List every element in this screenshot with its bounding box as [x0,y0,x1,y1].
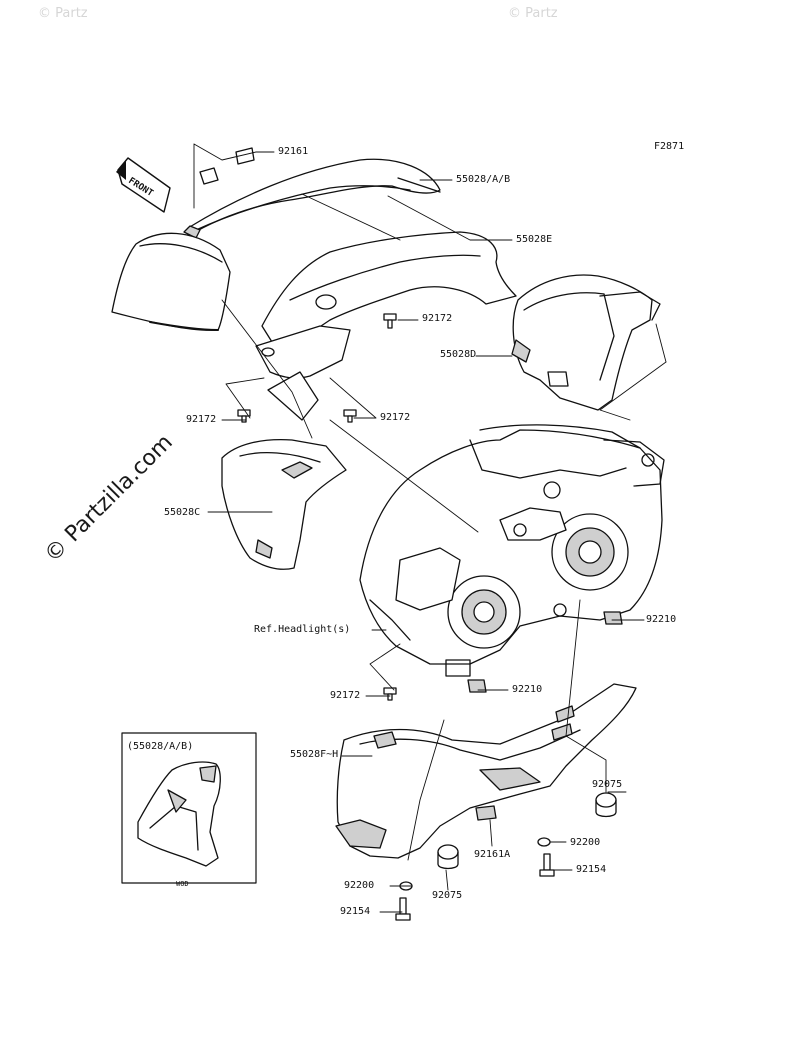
side-cowl-left [111,232,231,331]
callout-55028c[interactable]: 55028C [164,507,201,518]
inner-cowl-55028E [255,231,517,421]
leader-lines [193,143,667,913]
callout-92172-upper[interactable]: 92172 [422,313,453,324]
callout-92200-left[interactable]: 92200 [344,880,375,891]
callout-55028f-h[interactable]: 55028F~H [290,749,339,760]
headlight-assembly [359,424,665,677]
callout-92154-right[interactable]: 92154 [576,864,607,875]
callout-92154-left[interactable]: 92154 [340,906,371,917]
callout-55028e[interactable]: 55028E [516,234,553,245]
nut-92210-right [603,611,623,625]
clip-92161 [199,147,255,185]
washer-92200-right [537,837,551,847]
screw-92172-mid [343,409,357,423]
callout-55028-a-b[interactable]: 55028/A/B [456,174,511,185]
inset-title: (55028/A/B) [127,741,194,752]
clip-92161A [475,805,497,821]
side-panel-55028D [511,274,661,411]
watermark-top-left: © Partz [38,6,88,21]
callout-92210-right[interactable]: 92210 [646,614,677,625]
callout-92075-right[interactable]: 92075 [592,779,623,790]
screw-92172-upper [383,313,397,329]
collar-92075-right [595,792,617,818]
lower-fairing-55028F-H [335,683,637,859]
figure-code: F2871 [654,141,685,152]
callout-92161[interactable]: 92161 [278,146,309,157]
collar-92075-left [437,844,459,870]
nut-92210-lower [467,679,487,693]
callout-92075-left[interactable]: 92075 [432,890,463,901]
callout-55028d[interactable]: 55028D [440,349,477,360]
front-arrow-icon: FRONT [116,157,171,213]
side-panel-55028C [221,438,347,570]
callout-92172-mid[interactable]: 92172 [380,412,411,423]
callout-92161a[interactable]: 92161A [474,849,511,860]
callout-92200-right[interactable]: 92200 [570,837,601,848]
inset-box [121,732,257,884]
watermark-top-right: © Partz [508,6,558,21]
callout-92172-left[interactable]: 92172 [186,414,217,425]
callout-ref-headlights[interactable]: Ref.Headlight(s) [254,624,351,635]
bolt-92154-right [539,853,555,877]
bolt-92154-left [395,897,411,921]
callout-92210-lower[interactable]: 92210 [512,684,543,695]
callout-92172-lower[interactable]: 92172 [330,690,361,701]
inset-note: WOD [176,880,189,888]
